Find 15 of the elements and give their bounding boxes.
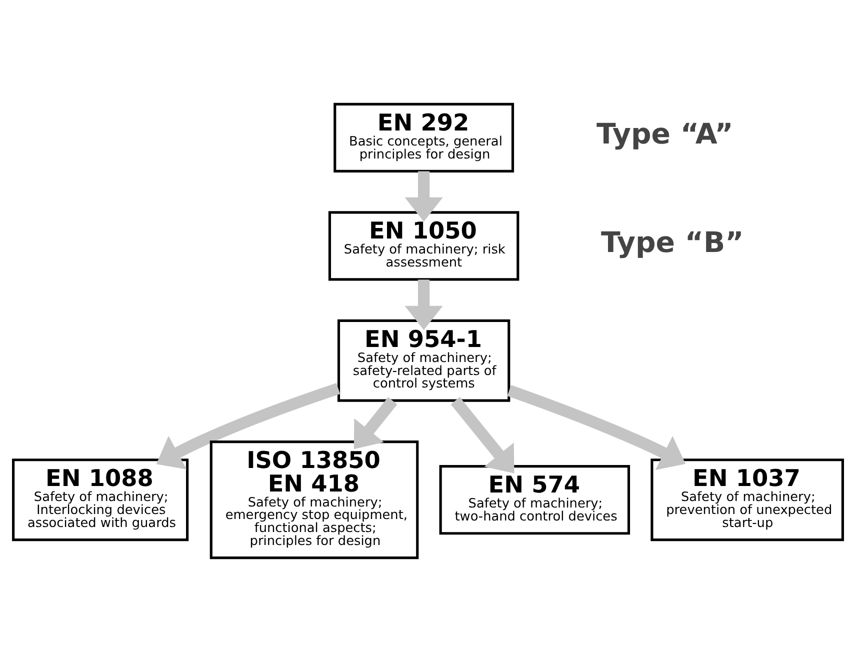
label: Type “B” — [601, 226, 744, 259]
arrow — [404, 171, 443, 222]
arrow — [404, 280, 443, 330]
arrow — [156, 382, 340, 470]
node-box: EN 954-1 Safety of machinery; safety-related parts of control systems — [337, 319, 510, 402]
node-box: EN 574 Safety of machinery; two-hand control devices — [439, 465, 630, 535]
arrow — [354, 397, 398, 450]
node-box: ISO 13850 EN 418 Safety of machinery; emergency stop equipment, functional aspects; principles for design — [210, 440, 419, 560]
arrow — [507, 385, 686, 470]
node-box: EN 1050 Safety of machinery; risk assessment — [328, 211, 520, 281]
arrow — [450, 397, 514, 474]
node-box: EN 1037 Safety of machinery; prevention of unexpected start-up — [650, 458, 844, 542]
label: Type “A” — [596, 118, 734, 151]
node-box: EN 1088 Safety of machinery; Interlocking devices associated with guards — [12, 458, 189, 542]
node-box: EN 292 Basic concepts, general principles for design — [334, 102, 514, 172]
